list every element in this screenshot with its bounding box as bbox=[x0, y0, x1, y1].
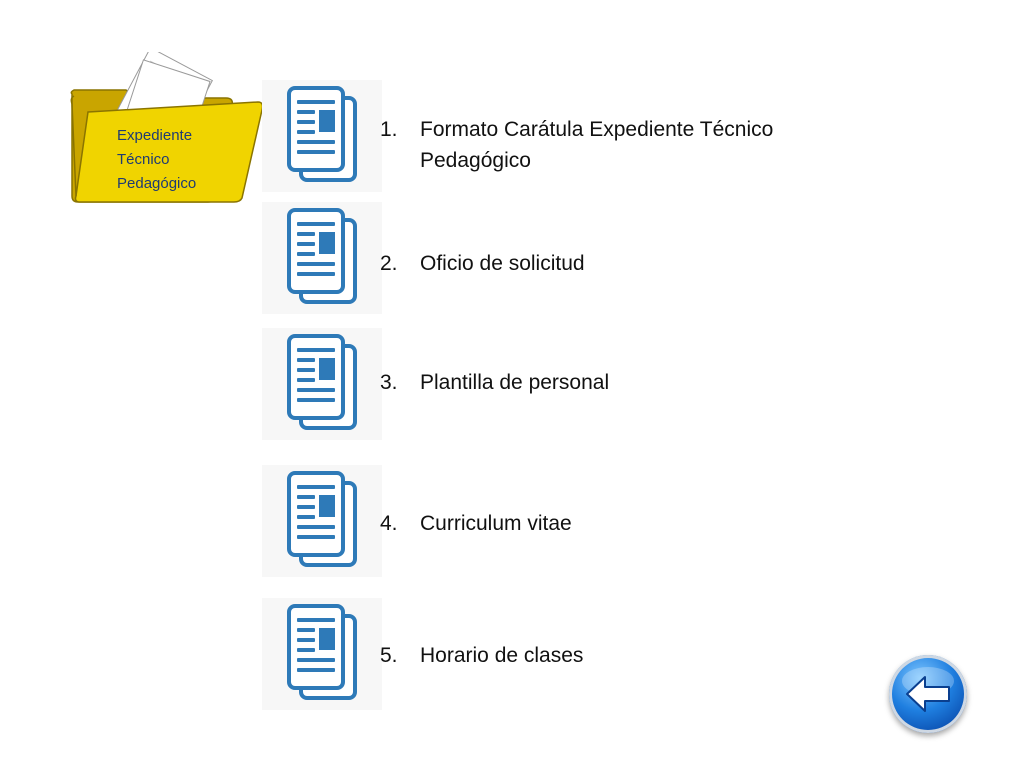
document-number: 4. bbox=[380, 512, 398, 535]
document-label[interactable]: Oficio de solicitud bbox=[420, 252, 585, 275]
document-label[interactable]: Plantilla de personal bbox=[420, 371, 610, 394]
folder-icon bbox=[70, 52, 264, 203]
document-number: 3. bbox=[380, 371, 398, 394]
folder-label-line: Expediente bbox=[117, 127, 193, 144]
back-arrow-icon bbox=[902, 667, 954, 712]
document-number: 5. bbox=[380, 644, 398, 667]
document-icon[interactable] bbox=[262, 465, 382, 577]
folder-expediente[interactable]: Expediente Técnico Pedagógico bbox=[66, 52, 266, 204]
document-label[interactable]: Formato Carátula Expediente Técnico Peda… bbox=[420, 118, 774, 172]
document-label[interactable]: Curriculum vitae bbox=[420, 512, 572, 535]
document-icon[interactable] bbox=[262, 598, 382, 710]
document-icon[interactable] bbox=[262, 80, 382, 192]
document-number: 2. bbox=[380, 252, 398, 275]
folder-label-line: Pedagógico bbox=[117, 175, 197, 192]
folder-label-line: Técnico bbox=[117, 151, 170, 168]
folder-label: Expediente Técnico Pedagógico bbox=[117, 124, 237, 196]
document-icon[interactable] bbox=[262, 202, 382, 314]
document-icon[interactable] bbox=[262, 328, 382, 440]
document-number: 1. bbox=[380, 118, 398, 141]
back-button[interactable] bbox=[889, 655, 967, 733]
document-label[interactable]: Horario de clases bbox=[420, 644, 584, 667]
